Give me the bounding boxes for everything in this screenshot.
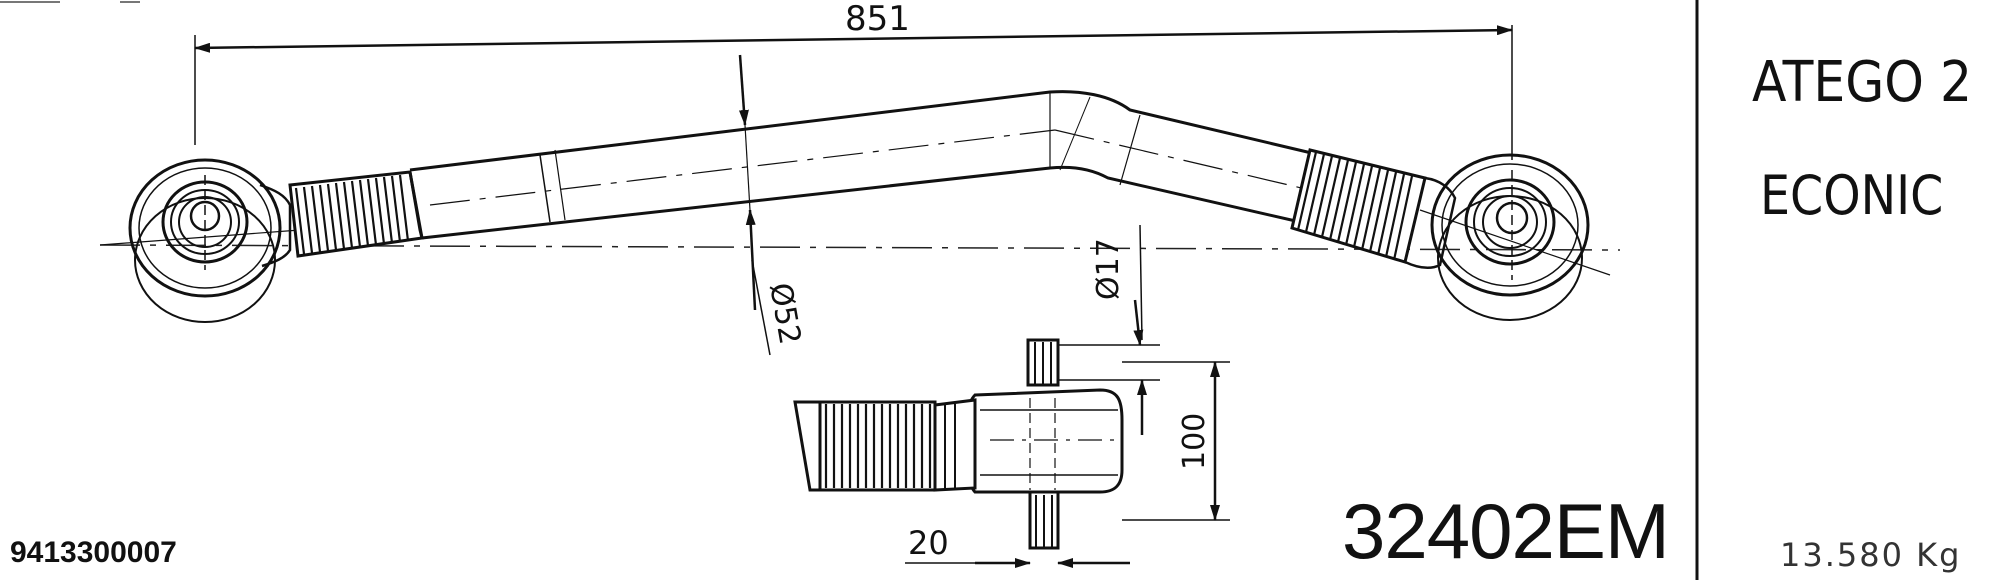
part-number: 9413300007 <box>10 536 177 569</box>
left-thread <box>288 170 424 258</box>
dim-eye-height: 100 <box>1177 413 1212 470</box>
model-name-1: ATEGO 2 <box>1752 50 1973 115</box>
model-name-2: ECONIC <box>1760 164 1944 227</box>
dim-pin-diameter: Ø17 <box>1091 238 1126 300</box>
tube-diameter-dimension <box>738 54 771 356</box>
dim-pin-offset: 20 <box>908 524 949 562</box>
eye-height-dimension <box>1122 361 1230 521</box>
weight: 13.580 Kg <box>1780 536 1962 574</box>
dim-tube-diameter: Ø52 <box>762 280 807 347</box>
overall-length-dimension: 851 <box>194 0 1513 160</box>
right-ball-joint <box>1404 153 1611 321</box>
dim-overall-length: 851 <box>845 0 910 39</box>
reference-code: 32402EM <box>1342 487 1670 575</box>
pin-diameter-dimension <box>1050 224 1160 435</box>
joint-side-view <box>793 338 1124 550</box>
left-ball-joint <box>99 158 301 323</box>
tie-rod-tube <box>409 90 1321 240</box>
right-thread <box>1290 148 1427 264</box>
